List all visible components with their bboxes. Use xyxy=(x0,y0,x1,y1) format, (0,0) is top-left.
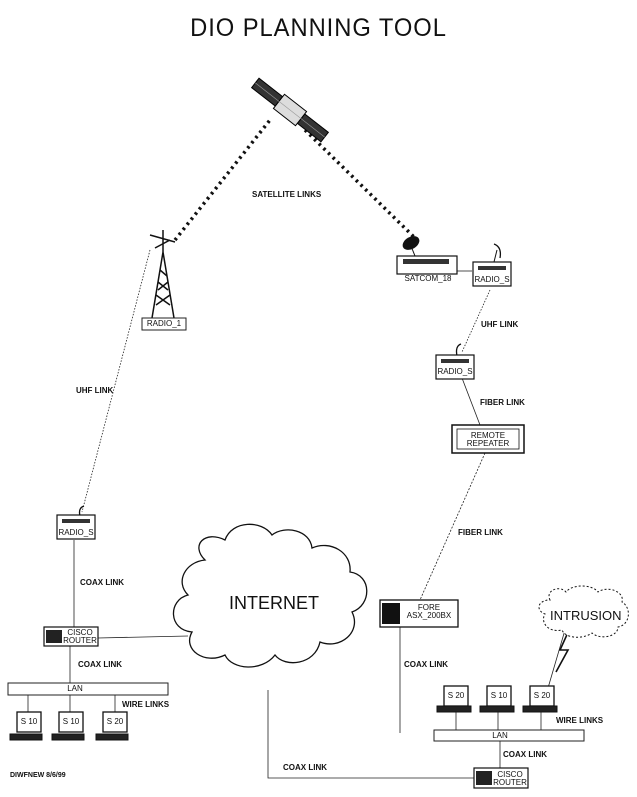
workstation-label: S 20 xyxy=(106,717,124,726)
intrusion-cloud[interactable] xyxy=(538,585,629,638)
remote-repeater-label-1: REMOTE xyxy=(470,431,506,440)
radio-s-top-right-label: RADIO_S xyxy=(474,275,510,284)
fore-label-2: ASX_200BX xyxy=(406,611,452,620)
coax-link-bottom-label: COAX LINK xyxy=(283,763,327,772)
remote-repeater-device[interactable] xyxy=(451,424,525,454)
workstation-label: S 10 xyxy=(62,717,80,726)
radio-s-left-label: RADIO_S xyxy=(58,528,94,537)
footer-label: DIWFNEW 8/6/99 xyxy=(10,772,66,779)
lan-left-label: LAN xyxy=(67,684,83,693)
satcom-label: SATCOM_18 xyxy=(404,274,452,283)
intrusion-label: INTRUSION xyxy=(550,608,622,623)
fiber-link-lower xyxy=(419,452,486,601)
uhf-link-left xyxy=(81,249,151,513)
coax-link-left-lower-label: COAX LINK xyxy=(78,660,122,669)
cisco-right-label-2: ROUTER xyxy=(493,778,527,787)
workstation-label: S 10 xyxy=(490,691,508,700)
satellite-link-left xyxy=(173,118,272,242)
satellite-link-right xyxy=(303,128,417,240)
workstations-left xyxy=(9,711,129,741)
satellite-icon xyxy=(250,77,330,143)
coax-link-fore-label: COAX LINK xyxy=(404,660,448,669)
cisco-left-label-2: ROUTER xyxy=(63,636,97,645)
fore-switch-device[interactable] xyxy=(379,599,459,628)
internet-cloud[interactable] xyxy=(172,523,368,668)
intrusion-link xyxy=(547,629,566,689)
wire-links-right-label: WIRE LINKS xyxy=(556,716,604,725)
radio-1-box[interactable] xyxy=(141,317,187,331)
radio-tower-icon xyxy=(149,230,176,319)
radio-s-mid-right-device[interactable] xyxy=(435,343,475,380)
coax-link-left-upper-label: COAX LINK xyxy=(80,578,124,587)
page-title: DIO PLANNING TOOL xyxy=(190,14,447,42)
radio-s-top-right-device[interactable] xyxy=(472,243,512,287)
workstation-label: S 20 xyxy=(447,691,465,700)
fore-label-1: FORE xyxy=(417,603,441,612)
uhf-link-right-label: UHF LINK xyxy=(481,320,519,329)
satcom-device[interactable] xyxy=(396,233,458,275)
fiber-link-upper xyxy=(461,377,481,426)
radio-s-left-device[interactable] xyxy=(56,505,96,540)
coax-link-lan-label: COAX LINK xyxy=(503,750,547,759)
lan-right-label: LAN xyxy=(492,731,508,740)
satellite-links-label: SATELLITE LINKS xyxy=(252,190,322,199)
wire-links-left-label: WIRE LINKS xyxy=(122,700,170,709)
cisco-internet-link xyxy=(97,635,189,639)
cisco-right-label-1: CISCO xyxy=(497,770,523,779)
coax-link-internet-cisco xyxy=(267,690,474,779)
remote-repeater-label-2: REPEATER xyxy=(466,439,510,448)
workstation-label: S 20 xyxy=(533,691,551,700)
cisco-router-right-device[interactable] xyxy=(473,767,529,789)
radio-1-label: RADIO_1 xyxy=(146,319,182,328)
internet-label: INTERNET xyxy=(229,593,319,613)
lan-left-bar[interactable] xyxy=(7,682,169,696)
uhf-link-right xyxy=(461,289,491,353)
lan-right-bar[interactable] xyxy=(433,729,585,742)
fiber-link-lower-label: FIBER LINK xyxy=(458,528,503,537)
cisco-router-left-device[interactable] xyxy=(43,626,99,647)
cisco-left-label-1: CISCO xyxy=(67,628,93,637)
workstation-label: S 10 xyxy=(20,717,38,726)
fiber-link-upper-label: FIBER LINK xyxy=(480,398,525,407)
lightning-icon xyxy=(555,627,571,673)
workstations-right xyxy=(436,685,558,713)
radio-s-mid-right-label: RADIO_S xyxy=(437,367,473,376)
uhf-link-left-label: UHF LINK xyxy=(76,386,114,395)
